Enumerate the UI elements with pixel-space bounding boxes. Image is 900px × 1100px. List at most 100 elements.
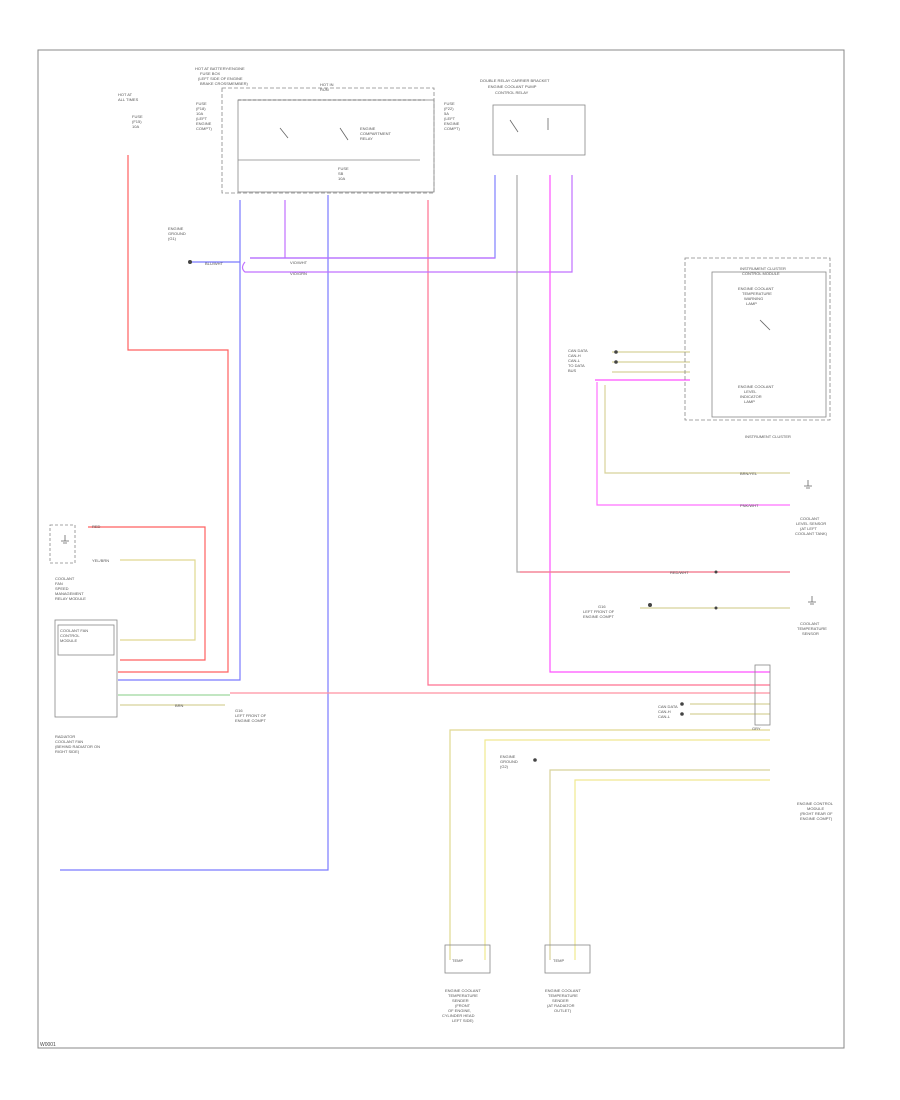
radiator-fan-4: RIGHT SIDE) <box>55 749 80 754</box>
fuse-sb-3: 10A <box>338 176 345 181</box>
radiator-fan-2: COOLANT FAN <box>55 739 83 744</box>
temp-sensor-3: SENSOR <box>802 631 819 636</box>
sensor-right-box-label: TEMP <box>553 958 564 963</box>
wire-olive-fan <box>120 559 196 641</box>
sensor-left-6: CYLINDER HEAD <box>442 1013 475 1018</box>
sensor-right-2: TEMPERATURE <box>548 993 578 998</box>
tag-brown-ground: BRN <box>175 703 184 708</box>
temp-sensor-2: TEMPERATURE <box>797 626 827 631</box>
ecm-connector <box>754 664 771 726</box>
engine-ground-3: (G1) <box>168 236 177 241</box>
wire-gray-relay <box>516 175 790 573</box>
cluster-conn-1: CAN DATA <box>568 348 588 353</box>
fuse-panel-inner <box>237 99 435 193</box>
fuse-f22-3: 5A <box>444 111 449 116</box>
ic-inner-1: INSTRUMENT CLUSTER <box>740 266 786 271</box>
wire-red-main <box>118 155 229 673</box>
fan-module-4: MANAGEMENT <box>55 591 84 596</box>
ic-inner2-4: LAMP <box>744 399 755 404</box>
tag-red-fan: RED <box>92 524 101 529</box>
wire-olive-sensor-right <box>549 769 770 960</box>
ic-inner2-1: ENGINE COOLANT <box>738 384 774 389</box>
fuse-panel-top-2: FUSE BOX <box>200 71 221 76</box>
connector-markers <box>188 260 718 762</box>
relay-switch-symbol <box>279 118 771 331</box>
engine-ground-2: GROUND <box>168 231 186 236</box>
ecm-3: (RIGHT REAR OF <box>800 811 833 816</box>
fuse-panel-top-1: HOT AT BATTERY/ENGINE <box>195 66 245 71</box>
sensor-left-5: OF ENGINE, <box>448 1008 471 1013</box>
sensor-right-1: ENGINE COOLANT <box>545 988 581 993</box>
left-front-2: LEFT FRONT OF <box>583 609 615 614</box>
components <box>49 87 831 974</box>
coolant-switch-2: LEVEL SENSOR <box>796 521 826 526</box>
engine-relay-2: COMPARTMENT <box>360 131 392 136</box>
ecm-2: MODULE <box>807 806 824 811</box>
tag-red-module: RED/WHT <box>670 570 689 575</box>
engine-ground2-2: GROUND <box>500 759 518 764</box>
fan-ground-2: LEFT FRONT OF <box>235 713 267 718</box>
relay-top-3: CONTROL RELAY <box>495 90 529 95</box>
ecm-input-2: CAN-H <box>658 709 671 714</box>
relay-box <box>492 104 586 156</box>
wire-tags: BLU/WHT VIO/WHT VIO/GRN RED YEL/BRN BRN … <box>92 260 761 731</box>
ic-inner-2: CONTROL MODULE <box>742 271 780 276</box>
wire-magenta-long <box>549 175 770 673</box>
cluster-conn-2: CAN-H <box>568 353 581 358</box>
fan-switch-box <box>49 524 76 564</box>
radiator-fan-3: (BEHIND RADIATOR ON <box>55 744 100 749</box>
sensor-left-box-label: TEMP <box>452 958 463 963</box>
fan-control-3: MODULE <box>60 638 77 643</box>
fuse-f22-1: FUSE <box>444 101 455 106</box>
fuse-panel-top-4: BRAKE CROSSMEMBER) <box>200 81 248 86</box>
wire-olive-cluster <box>604 385 790 474</box>
cluster-conn-5: BUS <box>568 368 577 373</box>
wire-blue-ground <box>60 195 329 871</box>
sensor-right-box <box>544 944 591 974</box>
engine-ground2-3: (G2) <box>500 764 509 769</box>
sensor-right-3: SENDER <box>552 998 569 1003</box>
wire-olive-sensor-left <box>449 729 770 960</box>
fan-module-1: COOLANT <box>55 576 75 581</box>
tag-brown-switch: BRN/YEL <box>740 471 758 476</box>
tag-violet-2: VIO/GRN <box>290 271 307 276</box>
engine-ground-1: ENGINE <box>168 226 184 231</box>
fuse-left-3: 10A <box>132 124 139 129</box>
cluster-conn-3: CAN-L <box>568 358 581 363</box>
ground-point <box>188 260 192 264</box>
fuse-left-1: FUSE <box>132 114 143 119</box>
fuse-f18-6: COMPT) <box>196 126 212 131</box>
fuse-f22-6: COMPT) <box>444 126 460 131</box>
hot-at-all-times-2: ALL TIMES <box>118 97 139 102</box>
fuse-f18-3: 10A <box>196 111 203 116</box>
fan-control-1: COOLANT FAN <box>60 628 88 633</box>
wire-yellow-sensor-right <box>574 779 770 960</box>
wire-olive-cluster-2 <box>612 351 690 373</box>
wire-red-fuse-panel <box>427 200 770 686</box>
ground-icon-2 <box>808 596 816 605</box>
fuse-sb-2: SB <box>338 171 344 176</box>
ic-inner-4: TEMPERATURE <box>742 291 772 296</box>
ground-icon-3 <box>61 535 69 544</box>
tag-gray-ecm: GRY <box>752 726 761 731</box>
tag-violet-1: VIO/WHT <box>290 260 308 265</box>
left-front-1: G16 <box>598 604 606 609</box>
wire-magenta-switch <box>596 382 790 506</box>
fuse-sb-1: FUSE <box>338 166 349 171</box>
fan-module-2: FAN <box>55 581 63 586</box>
tag-blue-wire: BLU/WHT <box>205 261 224 266</box>
ic-inner2-3: INDICATOR <box>740 394 762 399</box>
ic-inner-5: WARNING <box>744 296 763 301</box>
wire-blue-relay <box>250 175 496 259</box>
sensor-left-box <box>444 944 491 974</box>
sensor-left-2: TEMPERATURE <box>448 993 478 998</box>
hot-in-run-1: HOT IN <box>320 82 334 87</box>
sensor-left-7: LEFT SIDE) <box>452 1018 474 1023</box>
ecm-1: ENGINE CONTROL <box>797 801 834 806</box>
relay-top-2: ENGINE COOLANT PUMP <box>488 84 537 89</box>
instrument-cluster-label: INSTRUMENT CLUSTER <box>745 434 791 439</box>
engine-relay-1: ENGINE <box>360 126 376 131</box>
ecm-4: ENGINE COMPT) <box>800 816 833 821</box>
engine-ground2-1: ENGINE <box>500 754 516 759</box>
hot-at-all-times-1: HOT AT <box>118 92 133 97</box>
